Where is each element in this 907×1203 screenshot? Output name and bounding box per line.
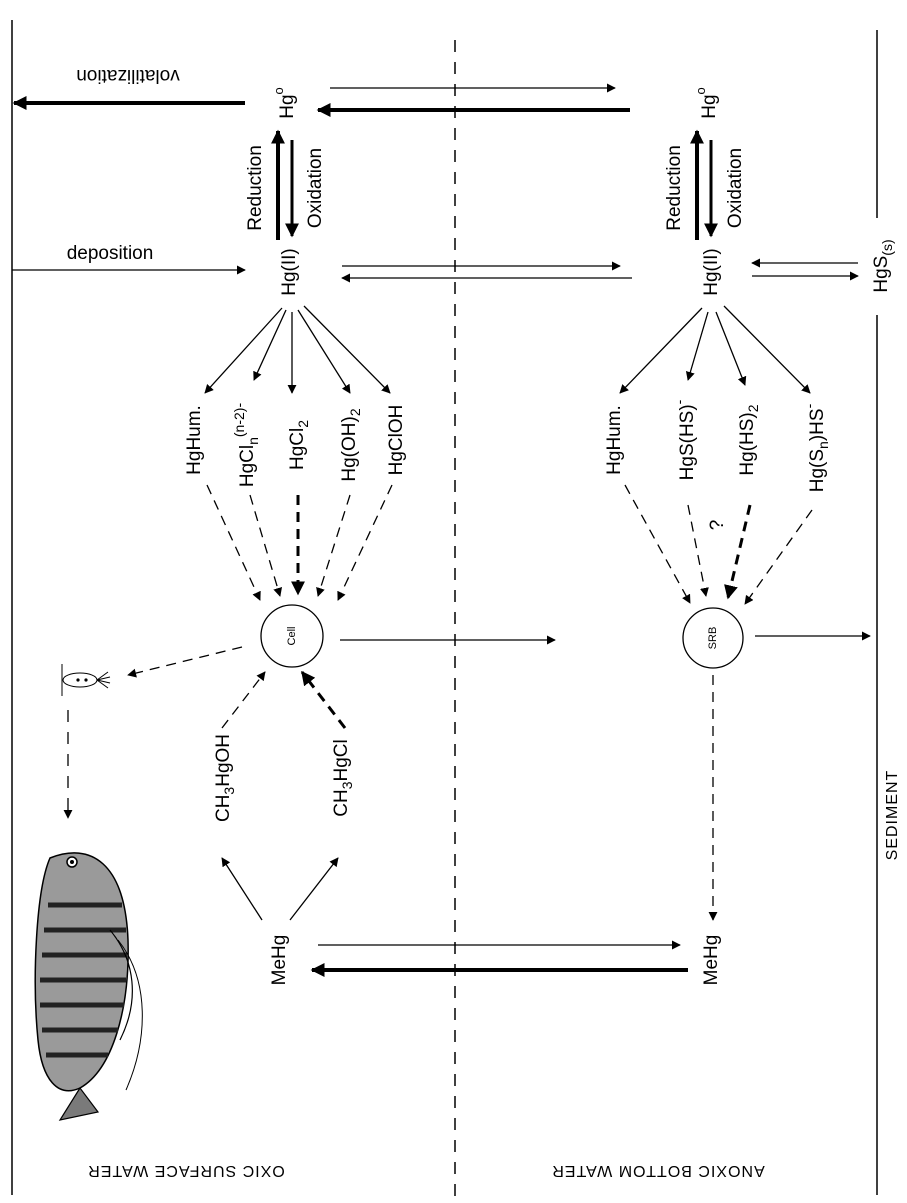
surface-oxidation-label: Oxidation [305,148,326,228]
anoxic-zone-label: ANOXIC BOTTOM WATER [551,1162,764,1179]
bottom-hg2-label: Hg(II) [701,248,722,296]
surface-reduction-label: Reduction [245,145,266,231]
bottom-mehg-label: MeHg [701,935,722,986]
bottom-species-label: HgS(HS)- [671,399,698,480]
oxic-zone-label: OXIC SURFACE WATER [87,1162,285,1179]
bottom-species-label: HgHum. [604,405,625,475]
surface-species-label: HgCln(n-2)- [231,403,261,488]
surface-species-label: HgCl2 [287,420,311,470]
surface-uptake-arrow [337,484,393,601]
deposition-label: deposition [67,243,154,264]
surface-species-label: Hg(OH)2 [339,408,363,481]
hgs-solid-label: HgS(s) [871,239,895,292]
cell-circle [260,604,324,668]
surface-hg0-label: Hgo [271,87,298,119]
surface-uptake-arrow [249,494,283,597]
bottom-uptake-arrow [687,504,709,597]
surface-uptake-arrow [206,484,261,601]
surface-uptake-arrow [316,494,351,597]
bottom-reduction-label: Reduction [664,145,685,231]
fish-icon [34,852,143,1121]
surface-species-label: HgClOH [386,405,407,476]
cell-label: Cell [286,627,298,646]
surface-hg2-label: Hg(II) [279,248,300,296]
bottom-species-label: Hg(Sn)HS- [801,403,831,492]
methyl-uptake-arrow [300,670,347,729]
cell-to-zooplankton-arrow [127,646,243,678]
zooplankton-icon [61,664,111,696]
surface-speciation-arrow [297,309,351,394]
surface-speciation-arrow [253,309,287,381]
bottom-speciation-arrow [715,311,747,386]
bottom-speciation-arrow [685,311,709,381]
volatilization-label: volatilization [76,65,180,86]
bottom-hg0-label: Hgo [693,87,720,119]
uncertain-pathway-mark: ? [707,520,728,531]
srb-circle [682,607,744,669]
methyl-species-label: CH3HgOH [213,734,237,822]
methyl-uptake-arrow [221,671,266,729]
bottom-uptake-arrow [624,484,691,604]
srb-label: SRB [707,627,719,650]
bottom-species-label: Hg(HS)2 [737,404,761,475]
surface-mehg-label: MeHg [269,935,290,986]
bottom-speciation-arrow [723,305,811,394]
mehg-speciation-arrow [221,857,263,921]
bottom-uptake-arrow [744,509,813,605]
surface-species-label: HgHum. [184,405,205,475]
bottom-oxidation-label: Oxidation [725,148,746,228]
surface-speciation-arrow [204,307,283,394]
sediment-zone-label: SEDIMENT [884,770,901,861]
bottom-uptake-arrow [724,504,752,600]
bottom-speciation-arrow [619,307,703,394]
surface-speciation-arrow [303,305,391,394]
methyl-species-label: CH3HgCl [331,739,355,816]
mehg-speciation-arrow [289,857,339,921]
